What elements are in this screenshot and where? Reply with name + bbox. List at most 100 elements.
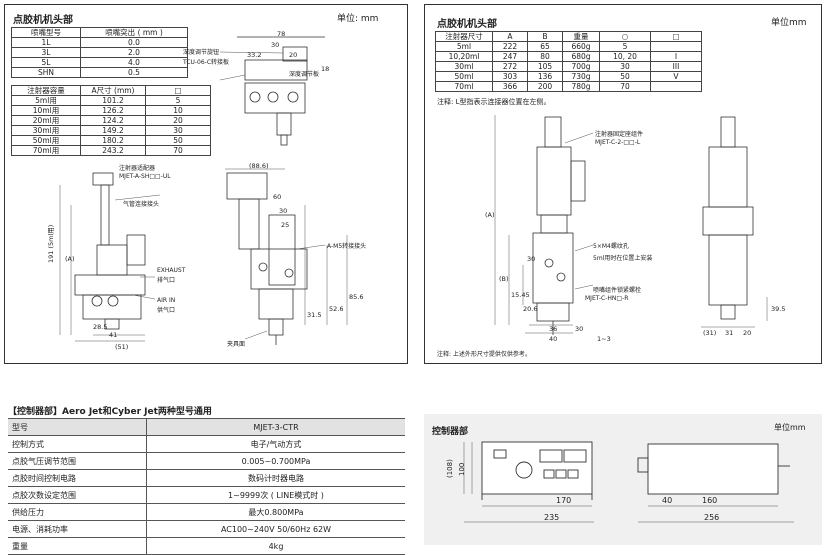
callout-model: MJET-A-SH□□-UL <box>119 173 171 180</box>
table-cell: 0.5 <box>80 67 188 78</box>
callout-air-fitting: 气管连接接头 <box>123 201 160 208</box>
head-outline-drawing-right <box>494 115 768 335</box>
dim-15-45: 15.45 <box>511 291 530 299</box>
callout-air-in-cn: 供气口 <box>157 307 176 314</box>
spec-key: 重量 <box>8 537 147 555</box>
unit-label: 单位mm <box>771 18 807 28</box>
unit-label: 单位: mm <box>337 14 379 24</box>
dim-40: 40 <box>662 496 673 505</box>
spec-key: 型号 <box>8 418 147 436</box>
dim-39-5: 39.5 <box>771 305 786 313</box>
dim-52-6: 52.6 <box>329 305 344 313</box>
spec-value: MJET-3-CTR <box>146 418 405 436</box>
dim-20-6: 20.6 <box>523 305 538 313</box>
controller-outline-drawing <box>463 441 794 523</box>
dim-160: 160 <box>702 496 718 505</box>
bottom-note: 注释: 上述外形尺寸提供仅供参考。 <box>437 351 531 358</box>
dim-20: 20 <box>743 329 752 337</box>
dim-191: 191 (5ml用) <box>47 224 55 263</box>
dim-30: 30 <box>527 255 536 263</box>
spec-value: 最大0.800MPa <box>146 503 405 521</box>
spec-key: 供给压力 <box>8 503 147 521</box>
spec-value: 数码计时器电路 <box>146 469 405 487</box>
table-cell <box>650 81 702 92</box>
dim-31-paren: (31) <box>703 329 717 337</box>
dim-108: (108) <box>446 459 454 478</box>
dim-235: 235 <box>544 513 560 522</box>
dim-1-3: 1~3 <box>597 335 611 343</box>
spec-value: 1~9999次 ( LINE模式时 ) <box>146 486 405 504</box>
callout-air-in: AIR IN <box>157 297 176 304</box>
panel-title: 点胶机机头部 <box>13 15 73 26</box>
spec-key: 电源、消耗功率 <box>8 520 147 538</box>
dim-85-6: 85.6 <box>349 293 364 301</box>
table-note: 注释: L型指表示连接器位置在左侧。 <box>437 98 551 106</box>
dim-41: 41 <box>109 331 118 339</box>
dim-51: (51) <box>115 343 129 351</box>
spec-value: 0.005~0.700MPa <box>146 452 405 470</box>
callout-model-hn: MJET-C-HN□-R <box>585 295 629 302</box>
table-row: 供给压力最大0.800MPa <box>8 503 405 521</box>
callout-lock-bolt: 喷嘴组件锁紧螺栓 <box>593 287 642 294</box>
panel-title: 控制器部 <box>432 427 469 437</box>
dim-40: 40 <box>549 335 558 343</box>
callout-m5-adapter: A-M5转接接头 <box>327 243 367 250</box>
callout-syringe-adapter: 注射器适配器 <box>119 165 156 172</box>
callout-exhaust-cn: 排气口 <box>157 277 176 284</box>
unit-label: 单位mm <box>774 423 806 432</box>
spec-key: 控制方式 <box>8 435 147 453</box>
dim-20: 20 <box>289 51 298 59</box>
dim-31: 31 <box>725 329 734 337</box>
dim-25: 25 <box>281 221 290 229</box>
dim-60: 60 <box>273 193 282 201</box>
controller-spec-title: 【控制器部】Aero Jet和Cyber Jet两种型号通用 <box>8 407 212 417</box>
dim-28-5: 28.5 <box>93 323 108 331</box>
spec-key: 点胶时间控制电路 <box>8 469 147 487</box>
table-cell: 70 <box>145 145 211 156</box>
dim-36: 36 <box>549 325 558 333</box>
dim-256: 256 <box>704 513 720 522</box>
callout-exhaust: EXHAUST <box>157 267 186 274</box>
dim-31-5: 31.5 <box>307 311 322 319</box>
callout-adapter-plate: TCU-06-C转接板 <box>183 59 230 66</box>
table-row: 点胶时间控制电路数码计时器电路 <box>8 469 405 487</box>
dim-30b: 30 <box>575 325 584 333</box>
dim-170: 170 <box>556 496 572 505</box>
dim-33-2: 33.2 <box>247 51 262 59</box>
callout-m4-holes: 5×M4螺纹孔 <box>593 243 629 250</box>
spec-value: 4kg <box>146 537 405 555</box>
dim-88-6: (88.6) <box>249 162 269 170</box>
callout-syringe-holder: 注射器固定座组件 <box>595 131 644 138</box>
dim-a: (A) <box>485 211 495 219</box>
dim-18: 18 <box>321 65 330 73</box>
spec-value: AC100~240V 50/60Hz 62W <box>146 520 405 538</box>
dim-30: 30 <box>271 41 280 49</box>
controller-drawing-panel: 控制器部 单位mm 170 235 (108) 100 40 160 256 <box>424 414 822 545</box>
dim-30b: 30 <box>279 207 288 215</box>
table-row: 控制方式电子/气动方式 <box>8 435 405 453</box>
spec-key: 点胶次数设定范围 <box>8 486 147 504</box>
dim-78: 78 <box>277 30 286 38</box>
head-outline-drawing <box>59 36 348 345</box>
dim-b: (B) <box>499 275 509 283</box>
callout-depth-plate: 深度调节板 <box>289 71 320 78</box>
callout-model-c2: MJET-C-2-□□-L <box>595 139 641 146</box>
spec-key: 点胶气压调节范围 <box>8 452 147 470</box>
callout-depth-knob: 深度调节旋钮 <box>183 49 220 56</box>
dim-100: 100 <box>458 462 466 476</box>
spec-value: 电子/气动方式 <box>146 435 405 453</box>
